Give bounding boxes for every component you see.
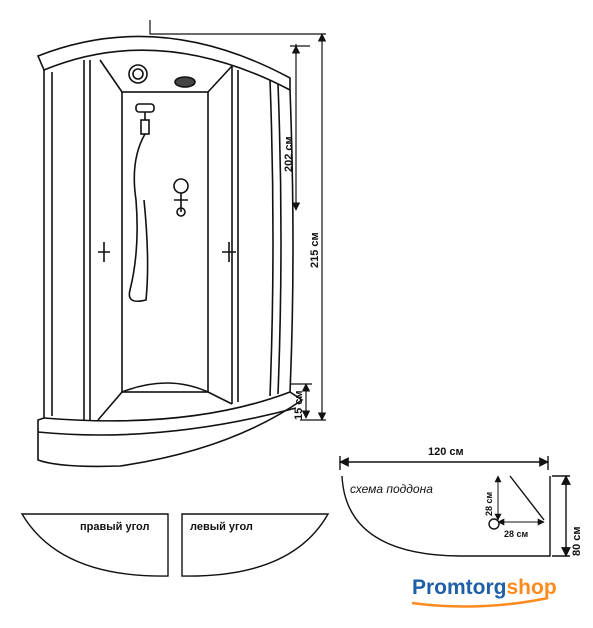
cabin-roof xyxy=(36,35,291,92)
door-handle-right-icon xyxy=(222,242,236,262)
dim-drain-y: 28 см xyxy=(484,491,494,516)
tray-outline xyxy=(341,475,551,557)
shower-cabin xyxy=(36,35,304,468)
cabin-right-edge xyxy=(289,89,294,393)
left-corner-shape xyxy=(181,513,330,577)
right-corner-shape xyxy=(20,513,169,577)
inner-floor xyxy=(97,382,233,421)
brand-logo: Promtorgshop xyxy=(411,576,557,608)
brand-part2: shop xyxy=(507,576,557,599)
dim-height-tray: 15 см xyxy=(293,390,305,420)
height-dimensions xyxy=(149,20,327,421)
overhead-shower-icon xyxy=(128,64,196,88)
tray-scheme-label: схема поддона xyxy=(350,482,433,496)
mixer-icon xyxy=(173,178,189,217)
svg-text:Promtorgshop: Promtorgshop xyxy=(412,576,557,599)
dim-drain-x: 28 см xyxy=(504,529,529,539)
right-corner-label: правый угол xyxy=(80,521,149,533)
dim-height-cabin: 202 см xyxy=(283,136,295,172)
brand-swoosh-icon xyxy=(411,596,549,608)
dim-depth: 80 см xyxy=(571,526,583,556)
corner-options xyxy=(20,513,330,577)
door-handle-left-icon xyxy=(98,242,110,262)
drain-icon xyxy=(488,518,500,530)
right-door-panel xyxy=(231,66,282,404)
tray-scheme xyxy=(339,456,571,557)
left-glass-panel xyxy=(51,60,91,424)
shower-head-icon xyxy=(128,103,155,303)
left-corner-label: левый угол xyxy=(190,521,253,533)
back-wall xyxy=(121,91,209,393)
brand-part1: Promtorg xyxy=(412,576,507,599)
dim-width: 120 см xyxy=(428,446,464,458)
dim-height-total: 215 см xyxy=(309,232,321,268)
shower-tray xyxy=(37,391,304,468)
